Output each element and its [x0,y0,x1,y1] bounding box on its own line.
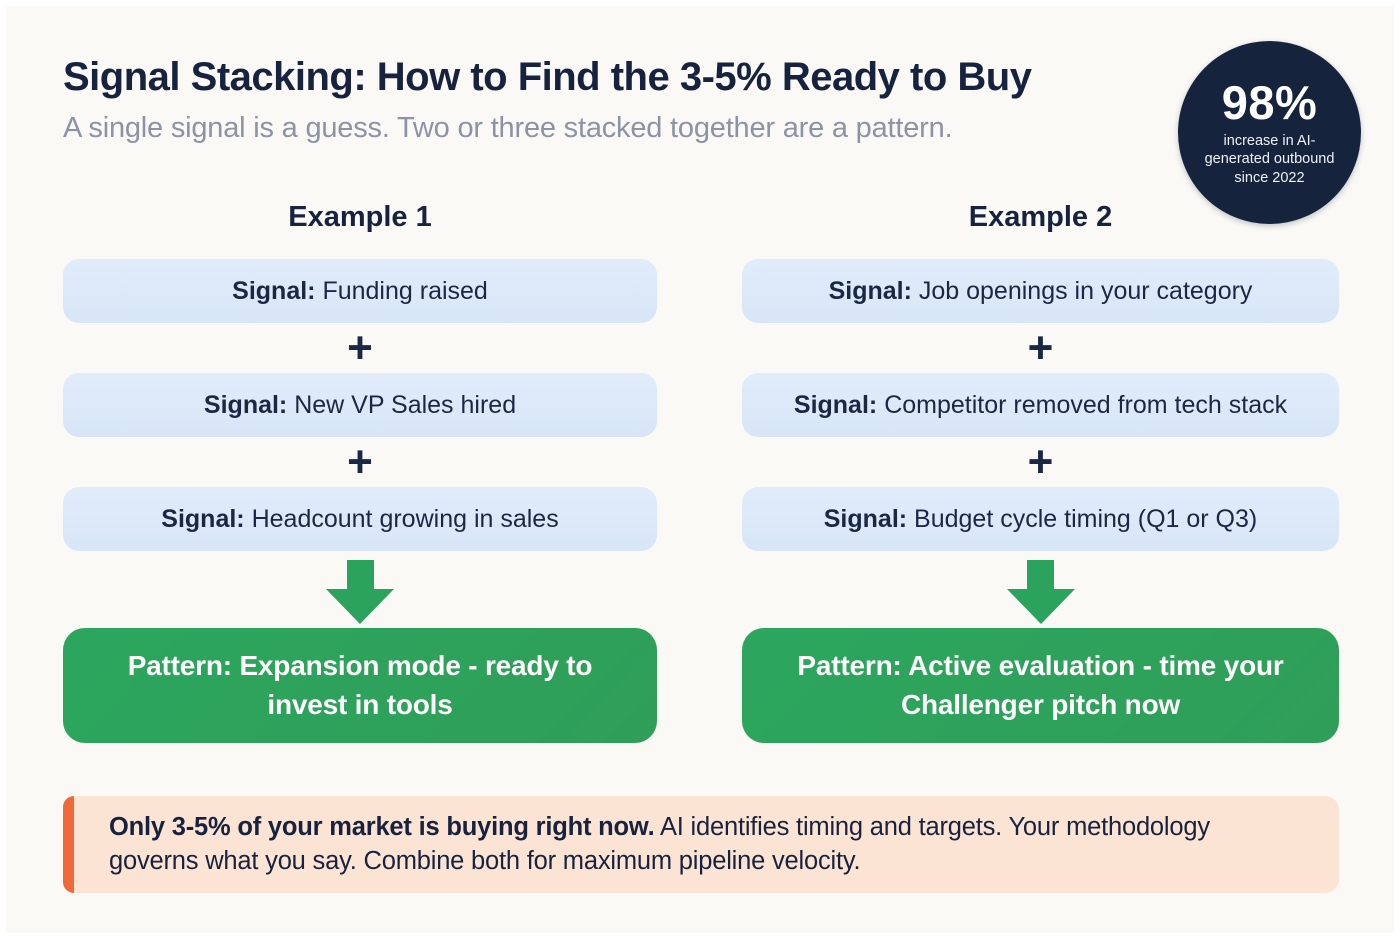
signal-label: Signal: [232,276,316,305]
pattern-text: Pattern: Active evaluation - time your C… [797,649,1284,720]
signal-label: Signal: [203,390,288,419]
example-1-column: Example 1 Signal: Funding raised + Signa… [63,197,658,743]
signal-text: New VP Sales hired [294,390,517,419]
signal-box: Signal: Competitor removed from tech sta… [742,373,1339,437]
signal-text: Funding raised [322,276,488,305]
example-2-column: Example 2 Signal: Job openings in your c… [742,197,1339,743]
arrow-stem [1027,559,1054,589]
signal-label: Signal: [161,504,245,533]
page-title: Signal Stacking: How to Find the 3-5% Re… [63,55,1032,99]
arrow-stem [346,559,374,589]
pattern-text: Pattern: Expansion mode - ready to inves… [127,649,593,720]
signal-box: Signal: Funding raised [63,259,658,323]
stat-badge: 98% increase in AI-generated outbound si… [1178,41,1361,224]
arrow-head [1006,588,1075,624]
plus-icon: + [1027,436,1054,487]
arrow-down-icon [63,551,657,628]
signal-label: Signal: [793,390,878,419]
stat-value: 98% [1221,75,1318,129]
plus-icon: + [347,322,373,373]
plus-icon: + [347,436,373,487]
stat-caption: increase in AI-generated outbound since … [1204,132,1335,186]
signal-text: Budget cycle timing (Q1 or Q3) [914,504,1258,533]
signal-text: Job openings in your category [918,276,1253,305]
plus-row: + [742,323,1339,373]
callout-rest-text: AI identifies timing and targets. Your m… [109,812,1210,875]
callout-accent-bar [63,796,74,893]
plus-row: + [63,437,657,487]
plus-icon: + [1027,322,1054,373]
signal-box: Signal: Job openings in your category [742,259,1339,323]
signal-box: Signal: Headcount growing in sales [63,487,658,551]
callout-text: Only 3-5% of your market is buying right… [63,811,1339,879]
signal-box: Signal: Budget cycle timing (Q1 or Q3) [742,487,1339,551]
callout: Only 3-5% of your market is buying right… [63,796,1339,893]
callout-bold-text: Only 3-5% of your market is buying right… [109,812,655,841]
header: Signal Stacking: How to Find the 3-5% Re… [6,6,1394,145]
signal-label: Signal: [828,276,912,305]
plus-row: + [63,323,657,373]
pattern-box: Pattern: Active evaluation - time your C… [742,628,1339,743]
signal-box: Signal: New VP Sales hired [63,373,658,437]
page-subtitle: A single signal is a guess. Two or three… [63,112,953,144]
signal-label: Signal: [823,504,908,533]
example-2-header: Example 2 [968,201,1113,233]
arrow-head [326,588,394,624]
plus-row: + [742,437,1339,487]
signal-text: Competitor removed from tech stack [884,390,1288,419]
pattern-box: Pattern: Expansion mode - ready to inves… [63,628,658,743]
arrow-down-icon [742,551,1339,628]
example-1-header: Example 1 [288,201,432,233]
signal-text: Headcount growing in sales [251,504,559,533]
examples-container: Example 1 Signal: Funding raised + Signa… [6,197,1394,743]
